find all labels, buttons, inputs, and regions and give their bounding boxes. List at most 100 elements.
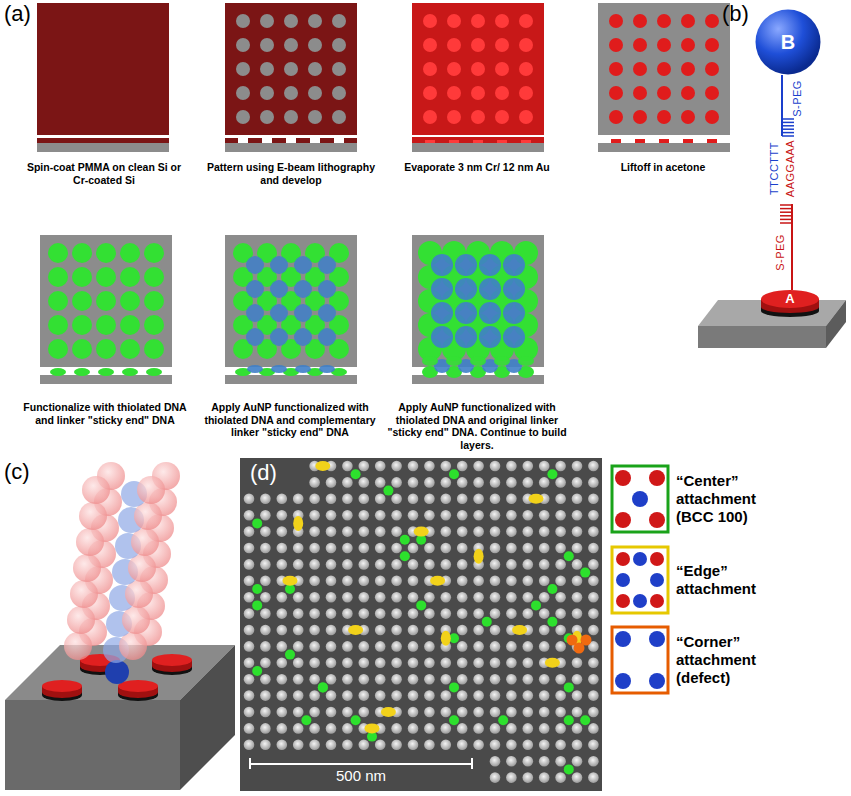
pattern-dot: [681, 38, 695, 52]
sem-particle: [506, 723, 517, 734]
sem-particle: [293, 559, 304, 570]
pattern-dot: [236, 62, 250, 76]
center-attachment-mark: [252, 584, 262, 594]
gold-dot-section: [521, 140, 531, 143]
sem-particle: [506, 756, 517, 767]
sem-particle: [342, 608, 353, 619]
pattern-dot: [431, 302, 453, 324]
sem-particle: [359, 707, 370, 718]
sem-particle: [473, 494, 484, 505]
sem-particle: [588, 723, 599, 734]
legend-sample: [612, 466, 668, 532]
dna-base: [782, 128, 794, 130]
pattern-dot: [72, 315, 92, 335]
pattern-dot: [120, 315, 140, 335]
sem-particle: [309, 494, 320, 505]
sem-particle: [260, 625, 271, 636]
sem-particle: [572, 543, 583, 554]
pattern-dot: [260, 38, 274, 52]
sem-particle: [244, 723, 255, 734]
pattern-dot: [246, 304, 264, 322]
sem-particle: [244, 658, 255, 669]
pattern-dot: [609, 62, 623, 76]
edge-attachment-mark: [474, 549, 484, 564]
sem-particle: [457, 658, 468, 669]
sem-particle: [506, 690, 517, 701]
sem-particle: [375, 641, 386, 652]
sem-particle: [277, 658, 288, 669]
nanoparticle-section: [518, 356, 534, 366]
center-attachment-mark: [580, 715, 590, 725]
pattern-dot: [270, 256, 288, 274]
sem-particle: [244, 510, 255, 521]
sem-particle: [572, 723, 583, 734]
sem-particle: [441, 510, 452, 521]
pattern-dot: [657, 110, 671, 124]
sem-particle: [244, 625, 255, 636]
gold-disk: [152, 654, 192, 666]
sem-particle: [572, 510, 583, 521]
sem-particle: [260, 576, 271, 587]
sem-particle: [424, 608, 435, 619]
gold-disk: [118, 680, 158, 692]
pattern-dot: [705, 38, 719, 52]
sem-particle: [260, 494, 271, 505]
pattern-dot: [270, 280, 288, 298]
sem-particle: [375, 674, 386, 685]
sem-particle: [523, 477, 534, 488]
sem-particle: [244, 543, 255, 554]
sem-particle: [277, 723, 288, 734]
process-step: [225, 3, 357, 152]
pattern-dot: [332, 110, 346, 124]
sem-particle: [359, 592, 370, 603]
sem-particle: [408, 641, 419, 652]
sem-particle: [260, 592, 271, 603]
pattern-dot: [72, 243, 92, 263]
sem-particle: [473, 608, 484, 619]
step-caption: Apply AuNP functionalized with thiolated…: [387, 401, 567, 451]
substrate-top-view: [598, 3, 730, 135]
center-attachment-mark: [416, 600, 426, 610]
node-label: B: [781, 31, 795, 53]
pattern-dot: [423, 38, 437, 52]
sem-particle: [490, 756, 501, 767]
sem-particle: [555, 592, 566, 603]
sem-particle: [441, 559, 452, 570]
pattern-dot: [431, 326, 453, 348]
sem-particle: [342, 592, 353, 603]
sem-particle: [473, 625, 484, 636]
sem-particle: [572, 592, 583, 603]
step-caption: Liftoff in acetone: [577, 161, 749, 174]
sem-particle: [490, 707, 501, 718]
sem-particle: [309, 477, 320, 488]
sem-particle: [326, 658, 337, 669]
pattern-dot: [495, 14, 509, 28]
sem-particle: [375, 526, 386, 537]
sem-particle: [309, 559, 320, 570]
sem-particle: [424, 461, 435, 472]
dna-base: [780, 211, 792, 213]
sem-particle: [375, 690, 386, 701]
pattern-dot: [236, 110, 250, 124]
gold-dot-symbol: [649, 470, 665, 486]
sem-particle: [473, 740, 484, 751]
pattern-dot: [144, 291, 164, 311]
sem-particle: [555, 707, 566, 718]
nanoparticle-symbol: [616, 573, 630, 587]
pattern-dot: [144, 243, 164, 263]
sem-particle: [391, 510, 402, 521]
sem-particle: [539, 641, 550, 652]
sem-particle: [359, 477, 370, 488]
process-step: [40, 235, 172, 384]
edge-attachment-mark: [512, 625, 527, 635]
pattern-dot: [96, 267, 116, 287]
sem-particle: [309, 625, 320, 636]
pattern-dot: [471, 110, 485, 124]
sem-particle: [309, 707, 320, 718]
substrate-section: [598, 143, 730, 152]
sem-particle: [490, 723, 501, 734]
pattern-dot: [308, 62, 322, 76]
sem-particle: [490, 658, 501, 669]
pattern-dot: [246, 328, 264, 346]
scale-label: 500 nm: [333, 767, 389, 785]
